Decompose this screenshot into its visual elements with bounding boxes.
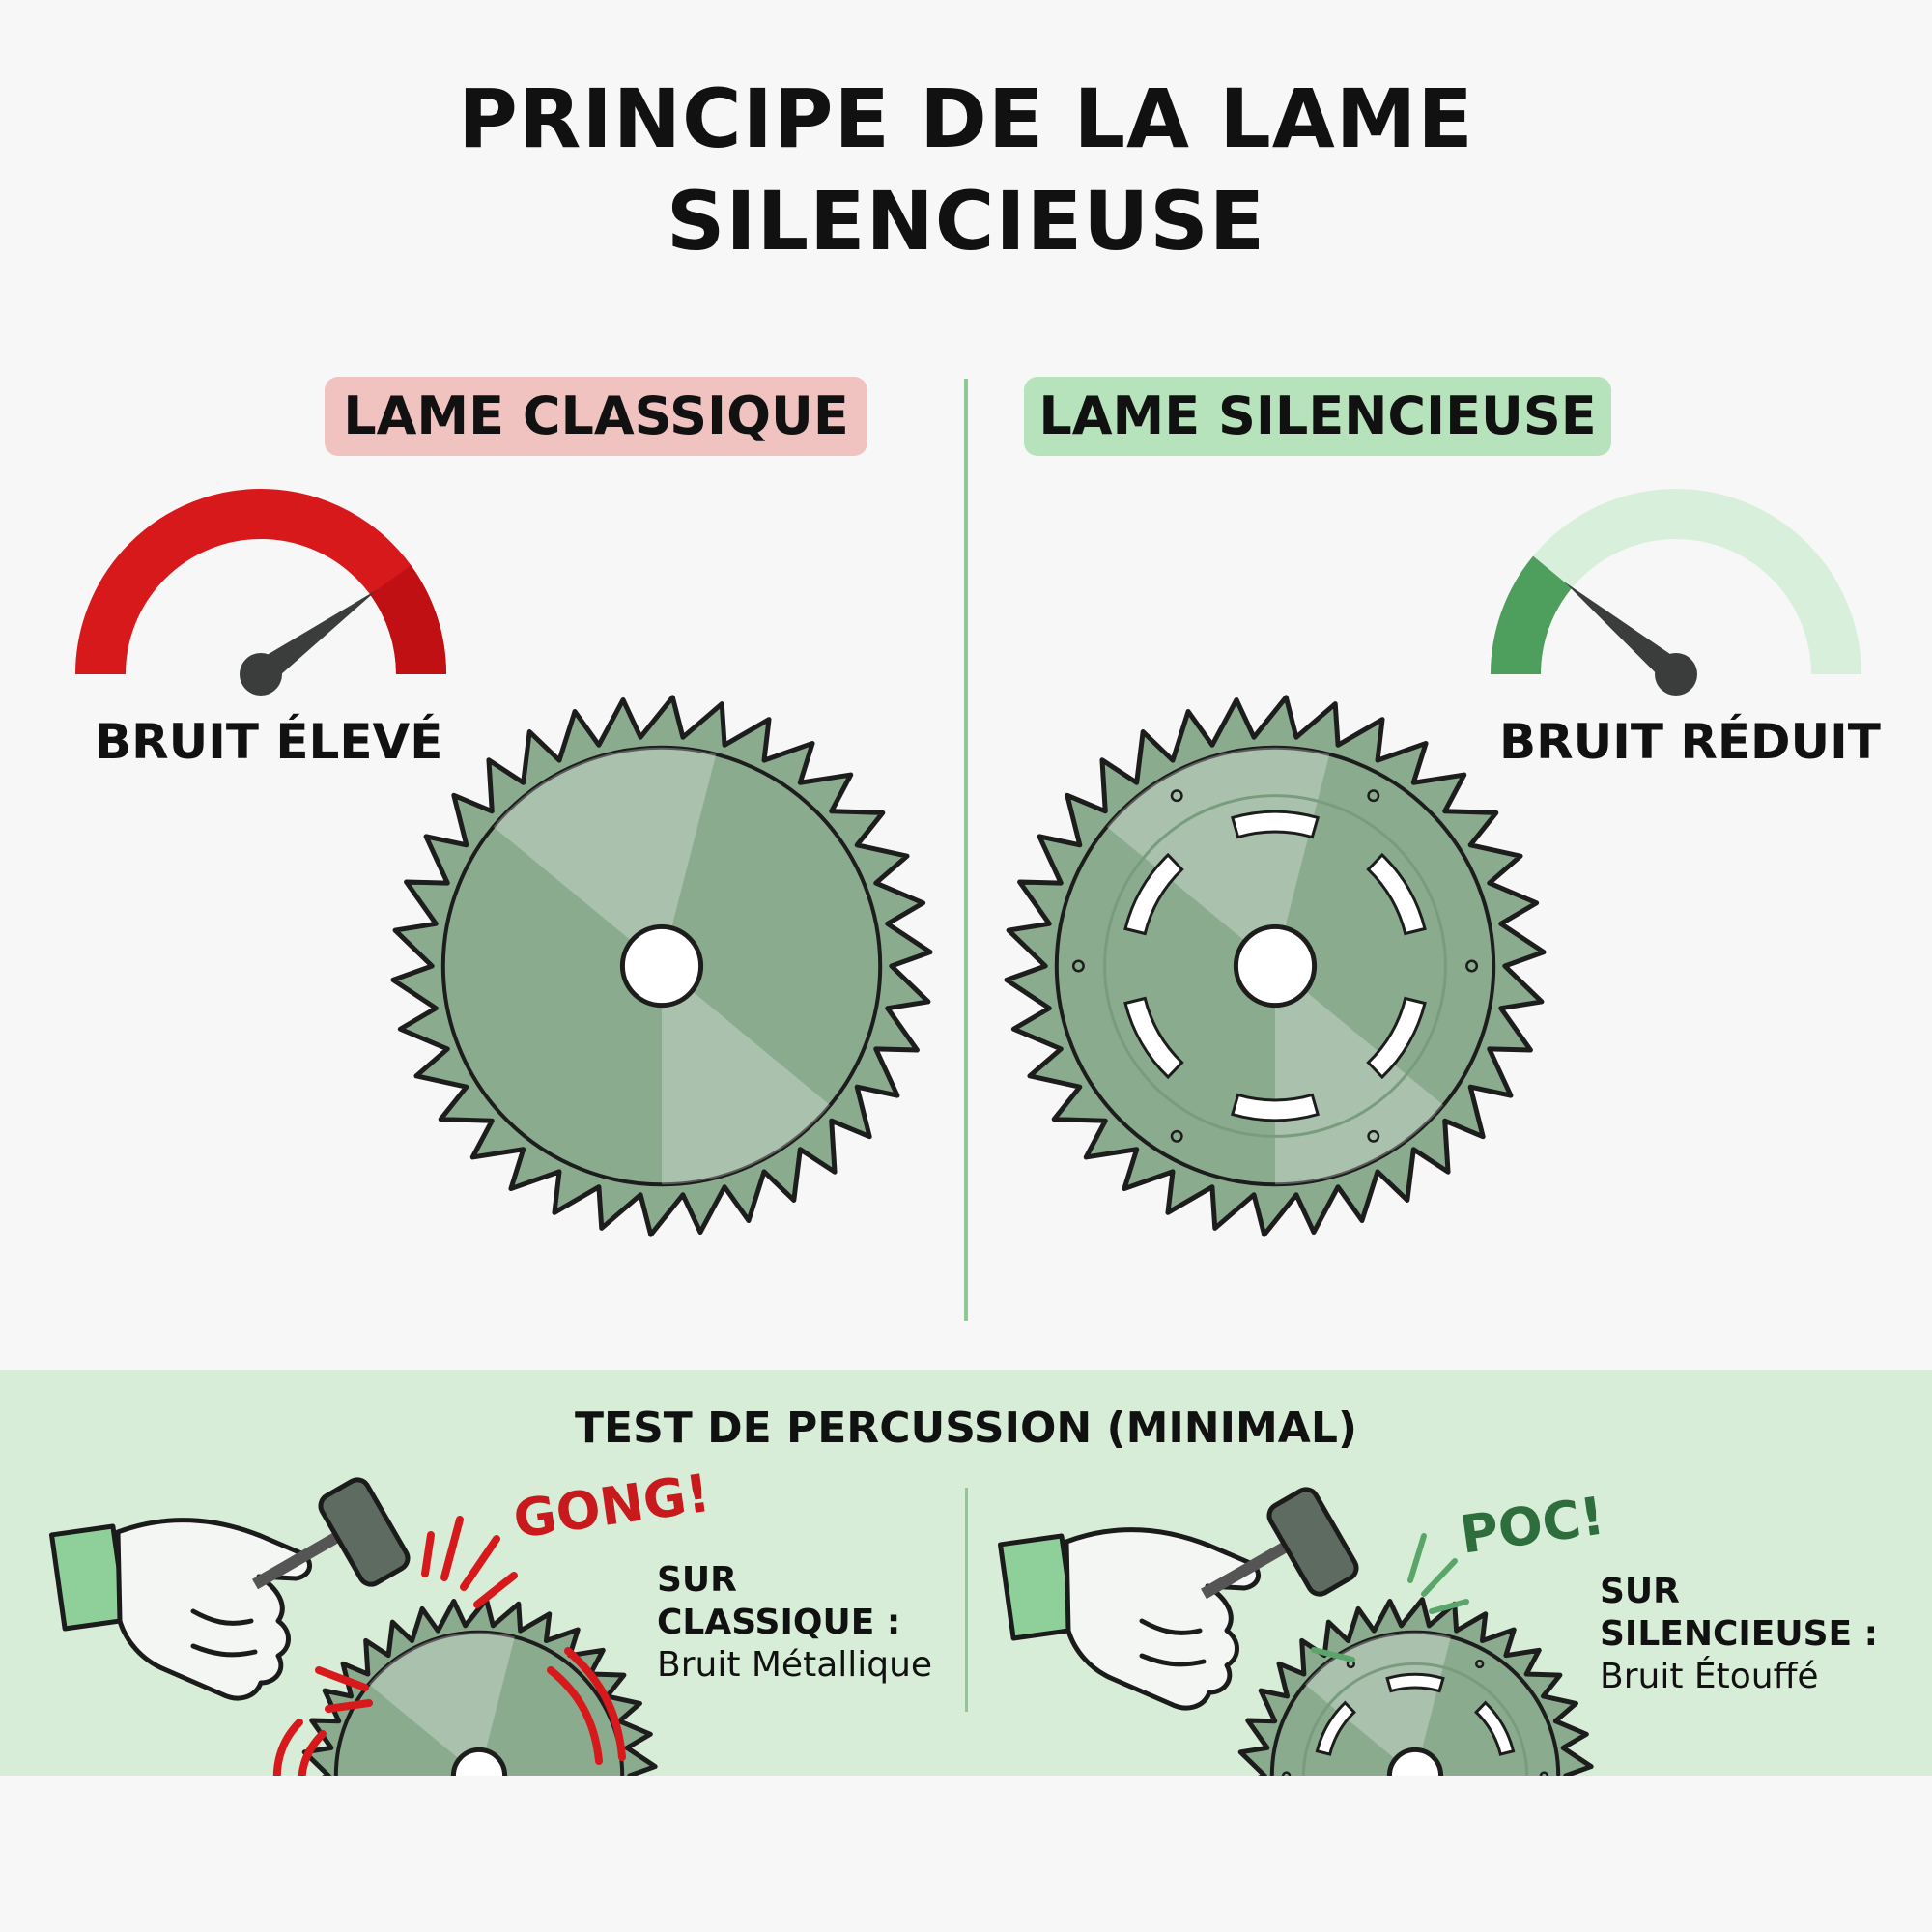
silent-saw-blade-icon xyxy=(1004,695,1547,1237)
high-noise-gauge-icon xyxy=(75,489,446,696)
classic-blade-label: LAME CLASSIQUE xyxy=(325,377,867,456)
classic-result-heading-2: CLASSIQUE : xyxy=(657,1603,901,1642)
silent-blade-label: LAME SILENCIEUSE xyxy=(1024,377,1611,456)
percussion-test-title: TEST DE PERCUSSION (MINIMAL) xyxy=(575,1404,1357,1453)
page-title-line-2: SILENCIEUSE xyxy=(666,174,1266,269)
classic-small-blade-icon xyxy=(301,1597,658,1776)
soft-vibration-icon xyxy=(1311,1533,1469,1662)
rivet-hole xyxy=(1465,959,1479,973)
damping-slot xyxy=(1231,810,1320,839)
arbor-hole xyxy=(1233,923,1318,1009)
percussion-test-section: TEST DE PERCUSSION (MINIMAL) xyxy=(0,1370,1932,1776)
blade-sheen xyxy=(1106,747,1330,966)
poc-sound-text: POC! xyxy=(1456,1485,1608,1566)
damping-slot xyxy=(1366,996,1427,1080)
silent-small-blade-icon xyxy=(1237,1597,1594,1776)
damping-slot xyxy=(1231,1093,1320,1122)
percussion-divider xyxy=(965,1488,968,1712)
blade-ring xyxy=(1301,1662,1529,1776)
rivet-hole xyxy=(1475,1659,1485,1669)
rivet-hole xyxy=(1367,789,1380,803)
damping-slot xyxy=(1315,1700,1356,1756)
silent-result-description: Bruit Étouffé xyxy=(1600,1657,1819,1696)
high-noise-label: BRUIT ÉLEVÉ xyxy=(95,714,443,770)
low-noise-gauge-icon xyxy=(1491,489,1861,696)
low-noise-label: BRUIT RÉDUIT xyxy=(1499,714,1881,770)
rivet-hole xyxy=(1170,1129,1183,1143)
silent-result-heading-1: SUR xyxy=(1600,1572,1680,1611)
classic-saw-blade-icon xyxy=(390,695,933,1237)
rivet-hole xyxy=(1367,1129,1380,1143)
page-title-line-1: PRINCIPE DE LA LAME xyxy=(458,71,1474,166)
damping-slot xyxy=(1474,1700,1516,1756)
rivet-hole xyxy=(1539,1771,1549,1776)
damping-slot xyxy=(1366,852,1427,936)
classic-result-description: Bruit Métallique xyxy=(657,1645,933,1685)
rivet-hole xyxy=(1281,1771,1292,1776)
blade-body xyxy=(1269,1630,1561,1776)
blade-sheen xyxy=(662,966,831,1185)
rivet-hole xyxy=(1170,789,1183,803)
gong-sound-text: GONG! xyxy=(509,1462,714,1550)
page-title: PRINCIPE DE LA LAME SILENCIEUSE xyxy=(0,68,1932,272)
loud-vibration-icon xyxy=(272,1516,626,1776)
rivet-hole xyxy=(1071,959,1085,973)
blade-sheen xyxy=(368,1632,515,1776)
silent-result-heading-2: SILENCIEUSE : xyxy=(1600,1614,1879,1654)
column-divider xyxy=(964,379,968,1321)
damping-slot xyxy=(1123,852,1184,936)
arbor-hole xyxy=(619,923,704,1009)
damping-slot xyxy=(1385,1672,1445,1693)
classic-percussion-result: SUR CLASSIQUE : Bruit Métallique xyxy=(657,1559,932,1687)
blade-sheen xyxy=(1304,1632,1451,1776)
classic-result-heading-1: SUR xyxy=(657,1560,737,1600)
hand-hammer-icon xyxy=(48,1477,411,1701)
damping-slot xyxy=(1123,996,1184,1080)
silent-percussion-result: SUR SILENCIEUSE : Bruit Étouffé xyxy=(1600,1571,1878,1698)
blade-sheen xyxy=(493,747,717,966)
blade-ring xyxy=(1103,794,1447,1138)
hand-mallet-icon xyxy=(997,1487,1359,1711)
